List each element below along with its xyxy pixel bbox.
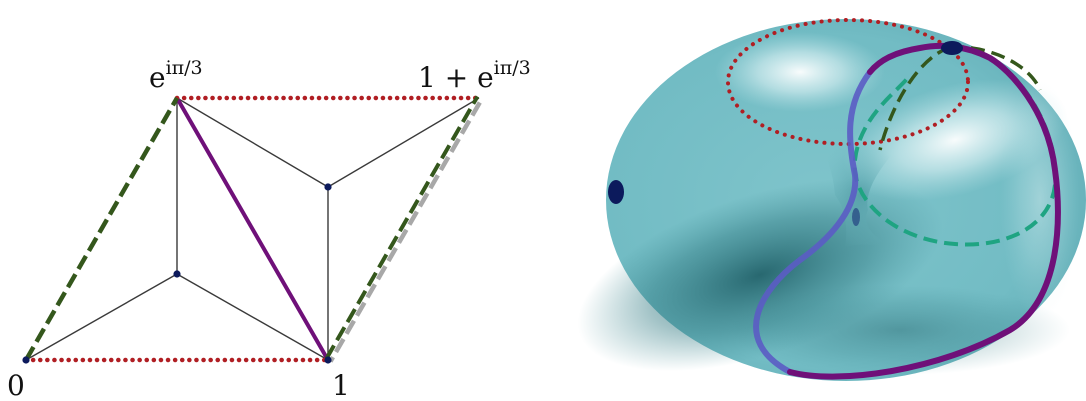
torus-highlight-edge (1000, 80, 1080, 320)
label-origin: 0 (7, 369, 25, 401)
label-one-plus-base: e (477, 61, 494, 94)
edge-omega-upper-vertex (176, 97, 329, 188)
label-one: 1 (332, 369, 350, 401)
vertex-upper-center (324, 183, 332, 191)
left-green-dashed-edge (24, 96, 179, 362)
purple-loop-back-part (753, 69, 873, 375)
torus-highlight-left (715, 32, 885, 112)
vertex-origin (22, 356, 30, 364)
label-one-plus: 1 + (418, 61, 477, 94)
edge-corner-upper-vertex (327, 97, 480, 188)
vertex-lower-center (173, 270, 181, 278)
fundamental-domain-diagram: 0 1 eiπ/3 1 + eiπ/3 (7, 57, 531, 401)
torus-diagram (577, 18, 1086, 381)
label-one-plus-exponent: iπ/3 (494, 57, 531, 79)
thin-edges (25, 97, 480, 361)
torus-center-hole (815, 140, 905, 250)
label-one-plus-omega: 1 + eiπ/3 (418, 57, 531, 94)
hole-vertex-dot (852, 208, 860, 226)
torus-vertex-left (608, 180, 624, 204)
label-omega-exponent: iπ/3 (166, 57, 203, 79)
right-green-dashed-edge (324, 95, 480, 360)
vertex-one (324, 356, 332, 364)
edge-one-lower-vertex (176, 273, 329, 361)
label-omega-base: e (149, 61, 166, 94)
right-gray-dashed-edge (328, 98, 484, 363)
edge-origin-lower-vertex (25, 273, 178, 361)
purple-diagonal (175, 97, 330, 361)
label-omega: eiπ/3 (149, 57, 203, 94)
purple-loop-front-part (787, 42, 1061, 380)
torus-shadow-lower (730, 285, 1070, 375)
torus-vertex-top (941, 41, 963, 55)
